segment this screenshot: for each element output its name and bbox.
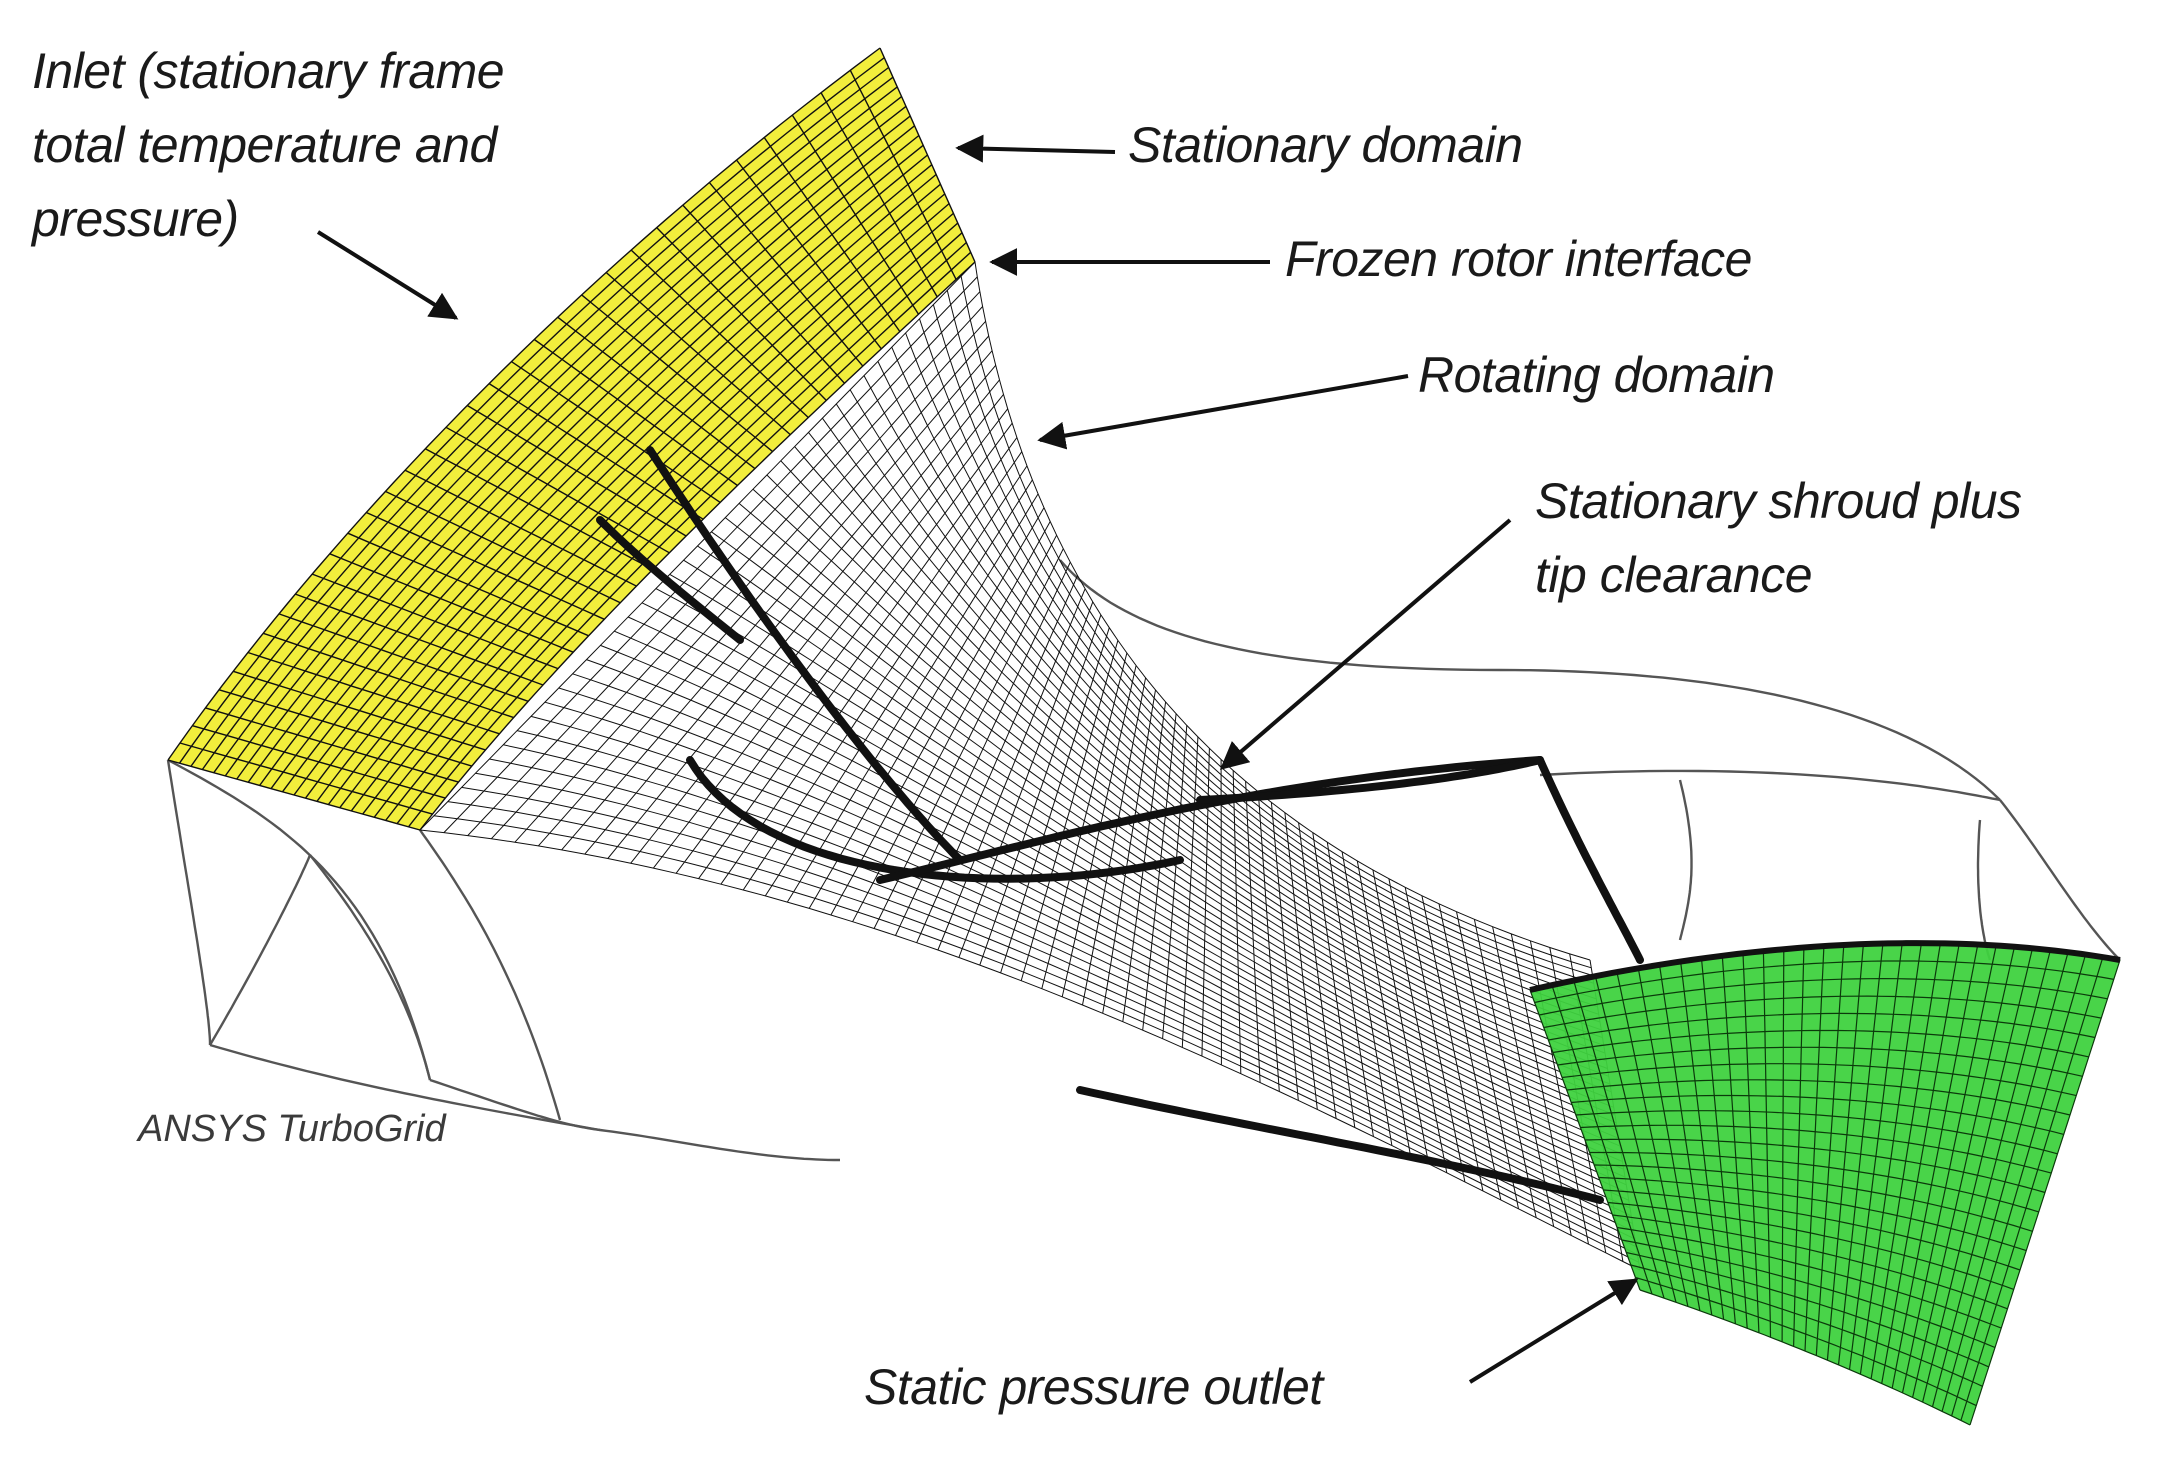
label-inlet-line-3: pressure) [32,182,504,256]
label-frozen-rotor-interface: Frozen rotor interface [1285,222,1752,296]
arrow-stationary-domain [958,148,1115,152]
rotor-mesh-line [642,603,1620,1146]
rotor-mesh-line [573,674,1627,1185]
label-inlet: Inlet (stationary frame total temperatur… [32,34,504,256]
rotor-mesh-line [448,802,1638,1255]
label-static-pressure-outlet: Static pressure outlet [864,1350,1323,1424]
rotor-mesh-line [920,319,1596,991]
ansys-turbogrid-credit: ANSYS TurboGrid [138,1108,446,1151]
rotor-mesh-line [850,390,1601,1030]
outline-curve [310,855,430,1080]
rotor-mesh-line [462,787,1637,1246]
rotor-mesh-line [600,645,1623,1169]
arrow-stationary-shroud [1222,520,1510,768]
label-shroud-line-2: tip clearance [1535,538,2022,612]
rotor-mesh-line [878,361,1599,1014]
rotor-mesh-line [753,489,1610,1084]
outline-curve [1500,670,2000,800]
outline-curve [2000,800,2120,960]
label-stationary-domain: Stationary domain [1128,108,1523,182]
outline-curve [1540,771,2000,800]
label-shroud-line-1: Stationary shroud plus [1535,464,2022,538]
outline-curve [430,1080,600,1130]
label-inlet-line-2: total temperature and [32,108,504,182]
rotor-mesh-line [892,347,1598,1006]
blade-edge [1540,760,1640,960]
rotor-mesh-line [698,546,1616,1115]
blade-edges [600,450,1640,1200]
outline-curve [168,760,210,1045]
arrow-rotating-domain [1040,376,1408,440]
outlet-mesh [1530,943,2120,1425]
label-rotating-domain: Rotating domain [1418,338,1775,412]
label-inlet-line-1: Inlet (stationary frame [32,34,504,108]
outline-curve [1060,560,1500,670]
rotor-mesh-line [809,432,1606,1053]
outline-curve [1680,780,1692,940]
arrow-static-pressure-outlet [1470,1280,1636,1382]
outline-curve [420,830,560,1120]
outline-curve [1978,820,1990,960]
outline-curve [600,1130,840,1160]
rotor-mesh-line [684,560,1617,1123]
rotor-mesh-line [420,830,1640,1270]
label-stationary-shroud: Stationary shroud plus tip clearance [1535,464,2022,612]
outline-curve [210,855,310,1045]
